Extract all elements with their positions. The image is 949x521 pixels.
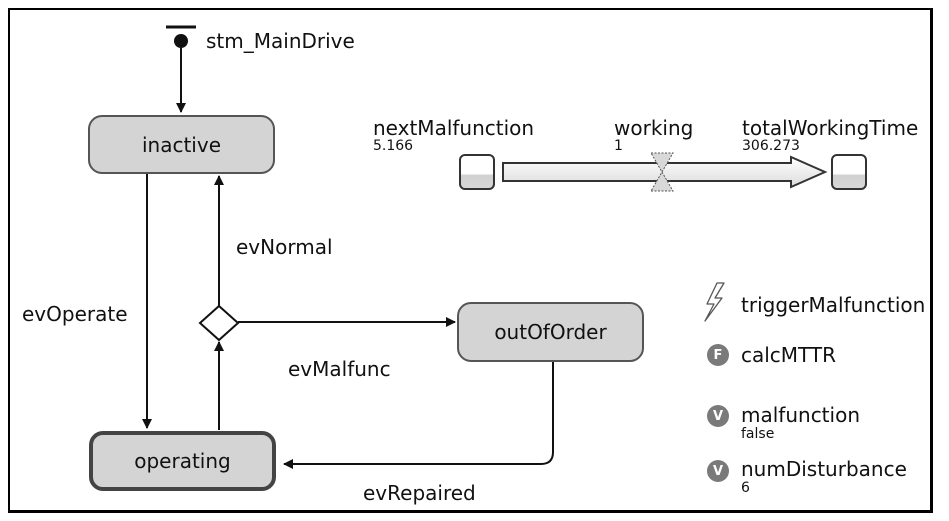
stock-nextmalfunction-value: 5.166	[373, 138, 414, 154]
flow-arrow	[502, 155, 828, 189]
valve-top	[650, 152, 674, 173]
branch-diamond	[198, 304, 240, 342]
stock-totalworkingtime	[831, 154, 867, 190]
initial-node	[174, 34, 188, 48]
event-triggermalfunction[interactable]: triggerMalfunction	[741, 293, 926, 317]
variable-numdisturbance[interactable]: numDisturbance	[741, 457, 907, 481]
state-operating[interactable]: operating	[89, 431, 276, 491]
transition-label-evmalfunc: evMalfunc	[288, 357, 391, 381]
transition-label-evoperate: evOperate	[22, 302, 128, 326]
stock-nextmalfunction-name: nextMalfunction	[373, 116, 535, 140]
transition-label-evnormal: evNormal	[236, 235, 333, 259]
diagram-frame	[8, 8, 933, 513]
variable-malfunction-value: false	[741, 426, 775, 442]
valve-bottom	[650, 171, 674, 192]
stock-totalworkingtime-name: totalWorkingTime	[742, 116, 919, 140]
function-calcmttr[interactable]: calcMTTR	[741, 343, 837, 367]
state-inactive[interactable]: inactive	[88, 115, 275, 174]
state-inactive-label: inactive	[141, 132, 222, 157]
statechart-name: stm_MainDrive	[206, 29, 355, 53]
state-operating-label: operating	[134, 449, 231, 473]
variable-numdisturbance-value: 6	[741, 480, 750, 496]
variable-v-icon: V	[707, 460, 729, 482]
state-outoforder[interactable]: outOfOrder	[457, 302, 644, 362]
transition-evrepaired	[283, 362, 554, 469]
flow-working-name: working	[614, 116, 694, 140]
transition-label-evrepaired: evRepaired	[363, 481, 476, 505]
stock-totalworkingtime-value: 306.273	[742, 138, 800, 154]
flow-working-value: 1	[614, 138, 623, 154]
variable-malfunction[interactable]: malfunction	[741, 403, 860, 427]
state-outoforder-label: outOfOrder	[494, 320, 607, 344]
function-f-icon: F	[707, 344, 729, 366]
stock-nextmalfunction	[459, 154, 495, 190]
lightning-icon	[704, 282, 725, 322]
variable-v-icon: V	[707, 405, 729, 427]
